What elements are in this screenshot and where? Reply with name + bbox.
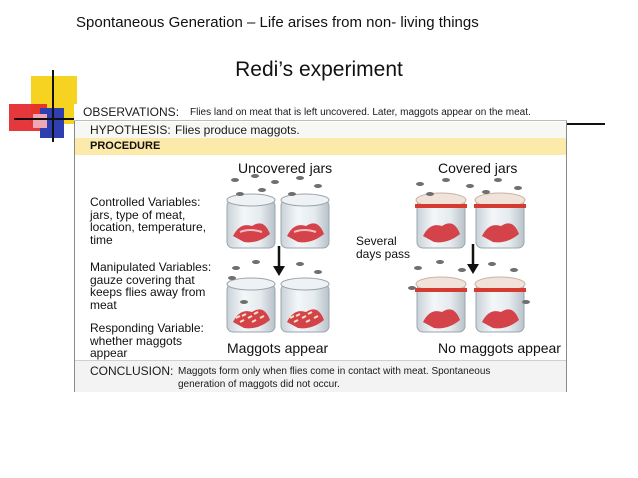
- deco-horizontal-line-left: [14, 118, 76, 120]
- controlled-variables-line-2: location, temperature,: [90, 220, 207, 234]
- arrow-down-icon-left: [273, 246, 285, 276]
- deco-pink-square: [33, 114, 47, 128]
- maggots-appear-label: Maggots appear: [227, 340, 329, 356]
- covered-jar-top-right: [474, 192, 526, 249]
- manipulated-variables-line-2: keeps flies away from: [90, 285, 206, 299]
- hypothesis-text: Flies produce maggots.: [175, 123, 300, 137]
- covered-jar-bottom-right: [474, 276, 526, 333]
- procedure-label: PROCEDURE: [90, 140, 161, 152]
- procedure-row: PROCEDURE: [75, 138, 566, 155]
- uncovered-jar-top-left: [226, 193, 276, 249]
- conclusion-line-2: generation of maggots did not occur.: [178, 379, 340, 390]
- controlled-variables-line-1: jars, type of meat,: [90, 207, 186, 222]
- observations-text: Flies land on meat that is left uncovere…: [190, 107, 531, 118]
- covered-jar-bottom-left: [415, 276, 467, 333]
- manipulated-variables-line-3: meat: [90, 297, 117, 312]
- responding-variable-line-1: whether maggots: [90, 333, 183, 348]
- controlled-variables-title: Controlled Variables:: [90, 195, 201, 209]
- several-days-line-1: Several: [356, 234, 397, 248]
- uncovered-jar-bottom-left: [226, 277, 276, 333]
- manipulated-variables-line-1: gauze covering that: [90, 272, 195, 287]
- conclusion-row: CONCLUSION: Maggots form only when flies…: [75, 360, 566, 392]
- no-maggots-appear-label: No maggots appear: [438, 340, 561, 356]
- header-title: Spontaneous Generation – Life arises fro…: [76, 14, 479, 31]
- conclusion-label: CONCLUSION:: [90, 364, 174, 378]
- several-days-pass: Several days pass: [356, 235, 410, 260]
- deco-vertical-line: [52, 70, 54, 142]
- hypothesis-label: HYPOTHESIS:: [90, 123, 171, 137]
- deco-horizontal-line-right: [567, 123, 605, 125]
- covered-jar-top-left: [415, 192, 467, 249]
- arrow-down-icon-right: [467, 244, 479, 274]
- conclusion-line-1: Maggots form only when flies come in con…: [178, 366, 491, 377]
- responding-variable-line-2: appear: [90, 346, 128, 360]
- uncovered-jar-bottom-right: [280, 277, 330, 333]
- observations-label: OBSERVATIONS:: [83, 105, 180, 119]
- several-days-line-2: days pass: [356, 246, 411, 261]
- responding-variable-title: Responding Variable:: [90, 321, 204, 335]
- manipulated-variables-title: Manipulated Variables:: [90, 260, 212, 274]
- manipulated-variables: Manipulated Variables: gauze covering th…: [90, 261, 211, 311]
- responding-variable: Responding Variable: whether maggots app…: [90, 322, 204, 360]
- uncovered-jar-top-right: [280, 193, 330, 249]
- hypothesis-row: HYPOTHESIS: Flies produce maggots.: [75, 122, 566, 138]
- covered-jars-label: Covered jars: [438, 160, 518, 176]
- flies-icon: [228, 174, 530, 304]
- controlled-variables: Controlled Variables: jars, type of meat…: [90, 196, 206, 246]
- main-title: Redi’s experiment: [235, 58, 403, 81]
- uncovered-jars-label: Uncovered jars: [238, 160, 333, 176]
- controlled-variables-line-3: time: [90, 232, 113, 247]
- observations-row: OBSERVATIONS: Flies land on meat that is…: [74, 104, 567, 121]
